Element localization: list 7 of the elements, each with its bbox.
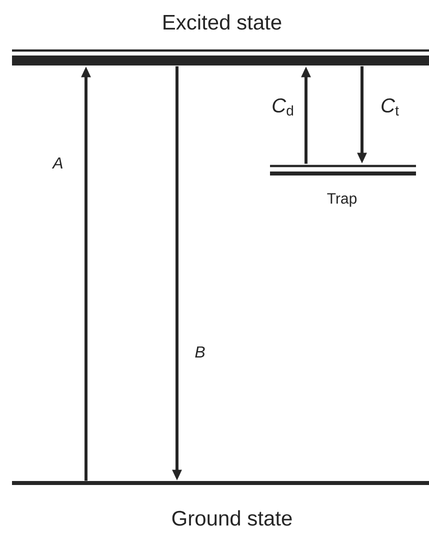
energy-level: Trap [270, 164, 416, 207]
edge-label: C$_{t}$ [380, 97, 400, 117]
energy-level: Ground state [12, 481, 429, 526]
edge-label: A [52, 156, 64, 170]
edge-label: B [194, 346, 206, 358]
edge-label: C$_{d}$ [270, 97, 296, 117]
energy-level: Excited state [12, 14, 429, 66]
